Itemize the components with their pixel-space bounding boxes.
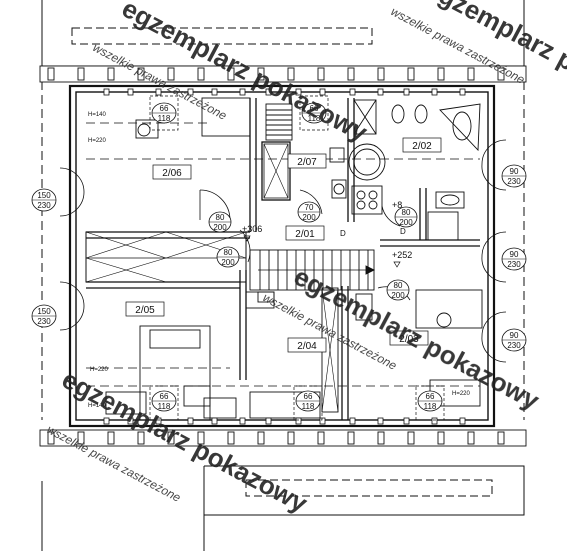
door-symbols: 80 200 70 200 80 200 80 200 80 200: [208, 201, 418, 301]
roof-window-symbol: 90 230: [501, 247, 527, 271]
svg-text:200: 200: [213, 223, 227, 232]
drain-letter: D: [340, 229, 346, 238]
svg-text:118: 118: [158, 114, 171, 123]
height-note: H=140: [88, 112, 107, 118]
svg-text:118: 118: [302, 402, 315, 411]
svg-text:200: 200: [399, 218, 413, 227]
svg-text:2/01: 2/01: [295, 229, 315, 240]
roof-window-symbols: 150 230 150 230 90 230 90 230 90 230: [31, 164, 527, 352]
door-symbol: 70 200: [297, 201, 321, 223]
window-symbols: 66 118 66 118 66 118 66 118 66 118: [151, 102, 443, 412]
window-frames: [149, 95, 445, 421]
room-label: 2/06: [152, 164, 192, 180]
window-symbol: 66 118: [151, 390, 177, 412]
svg-text:118: 118: [308, 114, 321, 123]
room-label: 2/04: [287, 337, 327, 353]
window-symbol: 66 118: [301, 102, 327, 124]
svg-text:80: 80: [224, 248, 233, 257]
height-note: H=220: [88, 138, 107, 144]
svg-text:150: 150: [37, 307, 51, 316]
exterior-walls: [68, 84, 496, 428]
svg-text:80: 80: [216, 213, 225, 222]
svg-text:66: 66: [160, 104, 169, 113]
bathroom-fixtures: [329, 99, 481, 241]
door-symbol: 80 200: [208, 211, 232, 233]
rafters-bottom: [39, 429, 527, 447]
drain-letter: D: [400, 227, 406, 236]
posts: [103, 88, 466, 425]
furniture: [105, 97, 483, 421]
svg-text:230: 230: [37, 317, 51, 326]
window-symbol: 66 118: [151, 102, 177, 124]
svg-text:2/03: 2/03: [399, 334, 419, 345]
roof-window-symbol: 90 230: [501, 328, 527, 352]
svg-text:200: 200: [391, 291, 405, 300]
svg-text:66: 66: [310, 104, 319, 113]
door-swings: [59, 139, 507, 363]
height-note: H=220: [452, 391, 471, 397]
window-symbol: 66 118: [295, 390, 321, 412]
level-mark: +252: [392, 250, 412, 260]
svg-text:2/06: 2/06: [162, 168, 182, 179]
svg-text:80: 80: [394, 281, 403, 290]
svg-text:66: 66: [160, 392, 169, 401]
svg-text:80: 80: [402, 208, 411, 217]
svg-text:90: 90: [510, 250, 519, 259]
room-label: 2/07: [287, 153, 327, 169]
svg-text:118: 118: [158, 402, 171, 411]
interior-walls: [85, 98, 480, 420]
height-notes: H=140 H=220 H=220 H=140 H=220: [88, 112, 471, 409]
svg-text:150: 150: [37, 191, 51, 200]
roof-window-symbol: 90 230: [501, 164, 527, 188]
room-labels: 2/06 2/07 2/02 2/01 2/05 2/04 2/03: [125, 137, 442, 353]
roof-window-symbol: 150 230: [31, 304, 57, 328]
svg-text:2/07: 2/07: [297, 157, 317, 168]
svg-text:90: 90: [510, 167, 519, 176]
svg-text:230: 230: [507, 260, 521, 269]
svg-text:200: 200: [302, 213, 316, 222]
svg-text:200: 200: [221, 258, 235, 267]
svg-text:230: 230: [507, 341, 521, 350]
svg-text:90: 90: [510, 331, 519, 340]
height-note: H=140: [88, 403, 107, 409]
level-mark: +306: [242, 224, 262, 234]
svg-text:230: 230: [37, 201, 51, 210]
svg-text:2/04: 2/04: [297, 341, 317, 352]
svg-text:2/05: 2/05: [135, 305, 155, 316]
knee-wall-lines: [86, 122, 480, 387]
roof-window-symbol: 150 230: [31, 188, 57, 212]
window-symbol: 66 118: [417, 390, 443, 412]
svg-text:70: 70: [305, 203, 314, 212]
svg-text:66: 66: [304, 392, 313, 401]
door-symbol: 80 200: [386, 279, 410, 301]
level-mark: +8: [392, 200, 402, 210]
svg-text:66: 66: [426, 392, 435, 401]
room-label: 2/02: [402, 137, 442, 153]
level-marks: +306 +252 +8 D D: [242, 200, 412, 268]
svg-text:2/02: 2/02: [412, 141, 432, 152]
room-label: 2/05: [125, 301, 165, 317]
door-symbol: 80 200: [394, 206, 418, 228]
rafters-top: [39, 65, 527, 83]
door-symbol: 80 200: [216, 246, 240, 268]
svg-text:118: 118: [424, 402, 437, 411]
svg-text:230: 230: [507, 177, 521, 186]
room-label: 2/01: [285, 225, 325, 241]
staircase: [249, 103, 376, 291]
room-label: 2/03: [389, 330, 429, 346]
height-note: H=220: [90, 367, 109, 373]
